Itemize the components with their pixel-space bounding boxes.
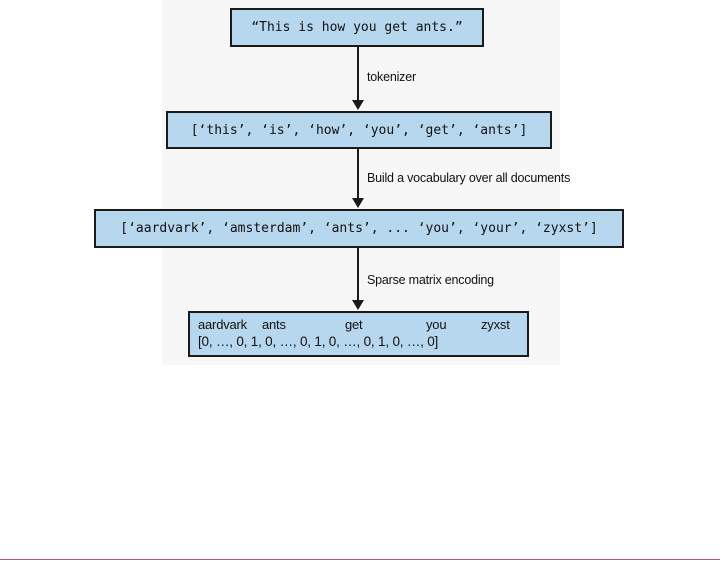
sparse-encoding-box: aardvark ants get you zyxst [0, …, 0, 1,… [188, 311, 529, 357]
arrow-tokenizer [352, 47, 364, 110]
encoding-word-zyxst: zyxst [481, 317, 510, 332]
vocabulary-box: [‘aardvark’, ‘amsterdam’, ‘ants’, ... ‘y… [94, 209, 624, 248]
encoding-word-you: you [426, 317, 447, 332]
input-sentence-text: “This is how you get ants.” [251, 20, 463, 35]
encoding-word-ants: ants [262, 317, 286, 332]
arrow-sparse-encoding [352, 248, 364, 310]
edge-label-tokenizer: tokenizer [367, 70, 416, 84]
encoding-word-row: aardvark ants get you zyxst [190, 317, 527, 333]
encoding-word-get: get [345, 317, 363, 332]
edge-label-build-vocabulary: Build a vocabulary over all documents [367, 171, 571, 185]
encoding-vector: [0, …, 0, 1, 0, …, 0, 1, 0, …, 0, 1, 0, … [198, 334, 439, 349]
input-sentence-box: “This is how you get ants.” [230, 8, 484, 47]
edge-label-sparse-encoding: Sparse matrix encoding [367, 273, 494, 287]
tokens-text: [‘this’, ‘is’, ‘how’, ‘you’, ‘get’, ‘ant… [190, 122, 528, 138]
encoding-word-aardvark: aardvark [198, 317, 247, 332]
vocabulary-text: [‘aardvark’, ‘amsterdam’, ‘ants’, ... ‘y… [120, 221, 598, 236]
tokens-box: [‘this’, ‘is’, ‘how’, ‘you’, ‘get’, ‘ant… [166, 111, 552, 149]
page-bottom-rule [0, 559, 720, 560]
arrow-build-vocabulary [352, 149, 364, 208]
